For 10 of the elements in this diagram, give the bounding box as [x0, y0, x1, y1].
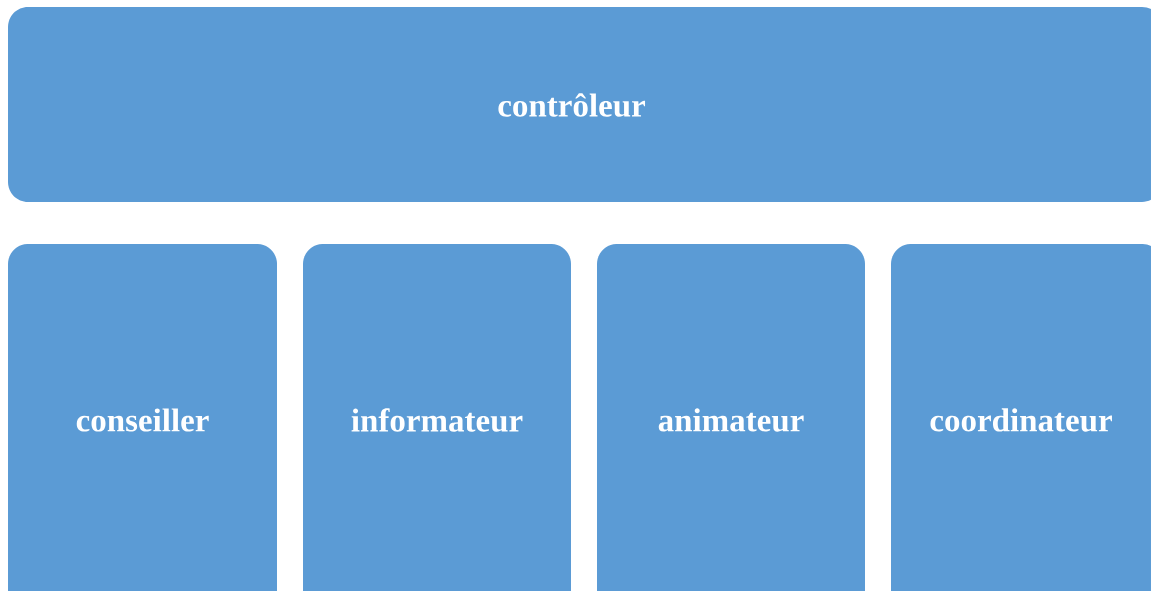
role-box — [597, 244, 865, 591]
node-label: animateur — [658, 408, 804, 432]
node-label: informateur — [351, 408, 523, 432]
node-label: contrôleur — [498, 93, 646, 117]
node-label: conseiller — [76, 408, 209, 432]
role-box — [8, 244, 277, 591]
role-box — [303, 244, 571, 591]
node-label: coordinateur — [930, 408, 1112, 432]
role-box — [8, 7, 1151, 202]
role-box — [891, 244, 1151, 591]
